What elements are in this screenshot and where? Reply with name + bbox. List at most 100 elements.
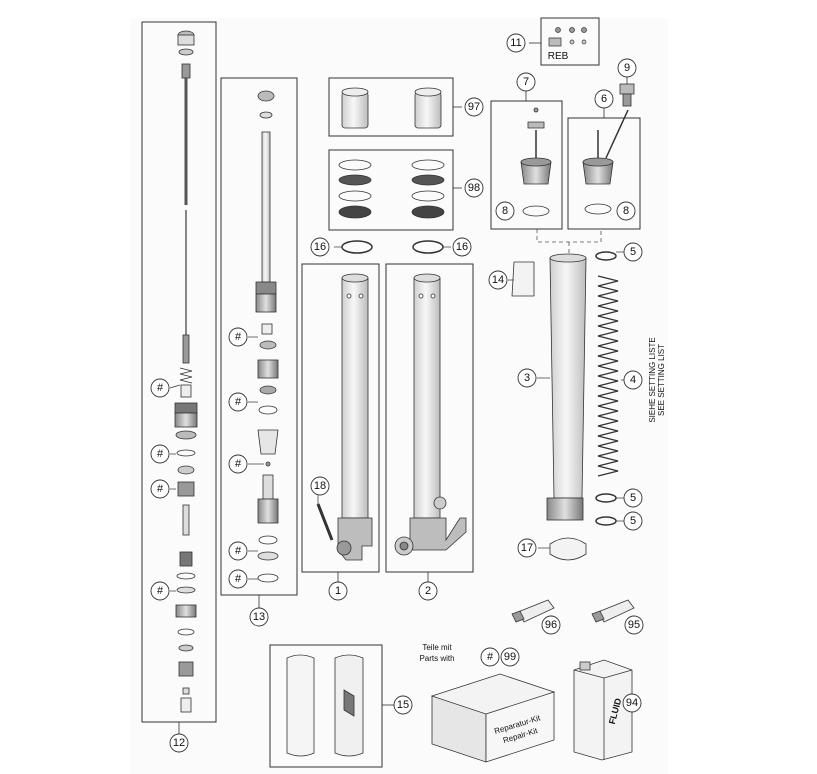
callout-c18-circle: [310, 476, 330, 496]
group-box-1: [301, 263, 380, 573]
callout-c8b: 8: [616, 201, 636, 221]
callout-c9: 9: [617, 58, 637, 78]
leader-lines: [169, 246, 633, 592]
callout-c8b-circle: [616, 201, 636, 221]
callout-c99-circle: [500, 647, 520, 667]
callout-c99: 99: [500, 647, 520, 667]
callout-hash-3-number: #: [157, 483, 164, 495]
callout-c98: 98: [464, 178, 484, 198]
callout-c97: 97: [464, 97, 484, 117]
callout-c17: 17: [517, 538, 537, 558]
callout-hash-9: #: [228, 569, 248, 589]
callout-hash-10: #: [480, 647, 500, 667]
callout-hash-6: #: [228, 392, 248, 412]
callout-c7-circle: [516, 72, 536, 92]
callout-hash-7-number: #: [235, 458, 242, 470]
callout-c16a-number: 16: [314, 241, 326, 253]
callout-c8a-number: 8: [502, 205, 508, 217]
damper-rod-assembly-12: [174, 30, 198, 713]
callout-c5b: 5: [623, 488, 643, 508]
callout-c1-number: 1: [335, 585, 341, 597]
fluid-canister-94: [573, 659, 633, 761]
callout-c2-number: 2: [425, 585, 431, 597]
callout-c5b-number: 5: [630, 492, 636, 504]
callout-c6: 6: [594, 89, 614, 109]
callout-c12-number: 12: [173, 737, 185, 749]
setting-list-de: SIEHE SETTING LISTE: [648, 337, 657, 422]
callout-c97-circle: [464, 97, 484, 117]
callout-c98-circle: [464, 178, 484, 198]
callout-c5c-number: 5: [630, 515, 636, 527]
callout-c3-circle: [517, 368, 537, 388]
callout-c14: 14: [488, 270, 508, 290]
grease-tube-95: [591, 599, 635, 623]
clamp-17: [549, 537, 587, 561]
callout-hash-8-number: #: [235, 545, 242, 557]
callout-hash-2-number: #: [157, 448, 164, 460]
callout-c15-circle: [393, 695, 413, 715]
parts-with-de: Teile mit: [422, 643, 452, 652]
spring-4: [597, 275, 619, 477]
repair-kit-box: [430, 673, 556, 763]
callout-c6-circle: [594, 89, 614, 109]
callout-c5a-number: 5: [630, 246, 636, 258]
callout-c94: 94: [622, 693, 642, 713]
callout-c95: 95: [624, 615, 644, 635]
callout-c7: 7: [516, 72, 536, 92]
callout-c16b-number: 16: [456, 241, 468, 253]
callout-hash-3: #: [150, 479, 170, 499]
callout-hash-9-number: #: [235, 573, 242, 585]
diagram-sheet: [130, 18, 668, 774]
callout-hash-5-circle: [228, 327, 248, 347]
reb-label: REB: [548, 51, 569, 62]
fork-guards-15: [286, 654, 364, 757]
fork-cap-6: [582, 109, 629, 215]
callout-hash-5: #: [228, 327, 248, 347]
callout-hash-4-circle: [150, 581, 170, 601]
callout-c13: 13: [249, 607, 269, 627]
callout-c16b: 16: [452, 237, 472, 257]
callout-hash-5-number: #: [235, 331, 242, 343]
callout-c96: 96: [541, 615, 561, 635]
callout-c2-circle: [418, 581, 438, 601]
callout-hash-10-circle: [480, 647, 500, 667]
callout-hash-8-circle: [228, 541, 248, 561]
callout-c11: 11: [506, 33, 526, 53]
callout-c4: 4: [623, 370, 643, 390]
callout-hash-10-number: #: [487, 651, 494, 663]
fork-cap-7: [520, 107, 552, 217]
bushings-97: [341, 87, 442, 129]
group-box-98: [328, 149, 454, 231]
callout-c96-number: 96: [545, 619, 557, 631]
callout-c3-number: 3: [524, 372, 530, 384]
callout-hash-4: #: [150, 581, 170, 601]
callout-c8b-number: 8: [623, 205, 629, 217]
group-box-11: [540, 17, 600, 66]
group-box-7: [490, 100, 563, 230]
callout-c8a-circle: [495, 201, 515, 221]
callout-c97-number: 97: [468, 101, 480, 113]
callout-c96-circle: [541, 615, 561, 635]
callout-c15: 15: [393, 695, 413, 715]
callout-hash-4-number: #: [157, 585, 164, 597]
callout-c14-circle: [488, 270, 508, 290]
callout-c99-number: 99: [504, 651, 516, 663]
callout-c2: 2: [418, 581, 438, 601]
callout-c12: 12: [169, 733, 189, 753]
callout-c16a-circle: [310, 237, 330, 257]
callout-c13-number: 13: [253, 611, 265, 623]
inner-tube-3: [546, 253, 587, 521]
callout-c94-number: 94: [626, 697, 638, 709]
seals-98: [338, 159, 445, 219]
callout-hash-3-circle: [150, 479, 170, 499]
callout-c3: 3: [517, 368, 537, 388]
callout-c18-number: 18: [314, 480, 326, 492]
valve-9: [619, 83, 635, 107]
callout-c5a: 5: [623, 242, 643, 262]
callout-c16a: 16: [310, 237, 330, 257]
callout-c15-number: 15: [397, 699, 409, 711]
grease-tube-96: [511, 599, 555, 623]
callout-c5b-circle: [623, 488, 643, 508]
